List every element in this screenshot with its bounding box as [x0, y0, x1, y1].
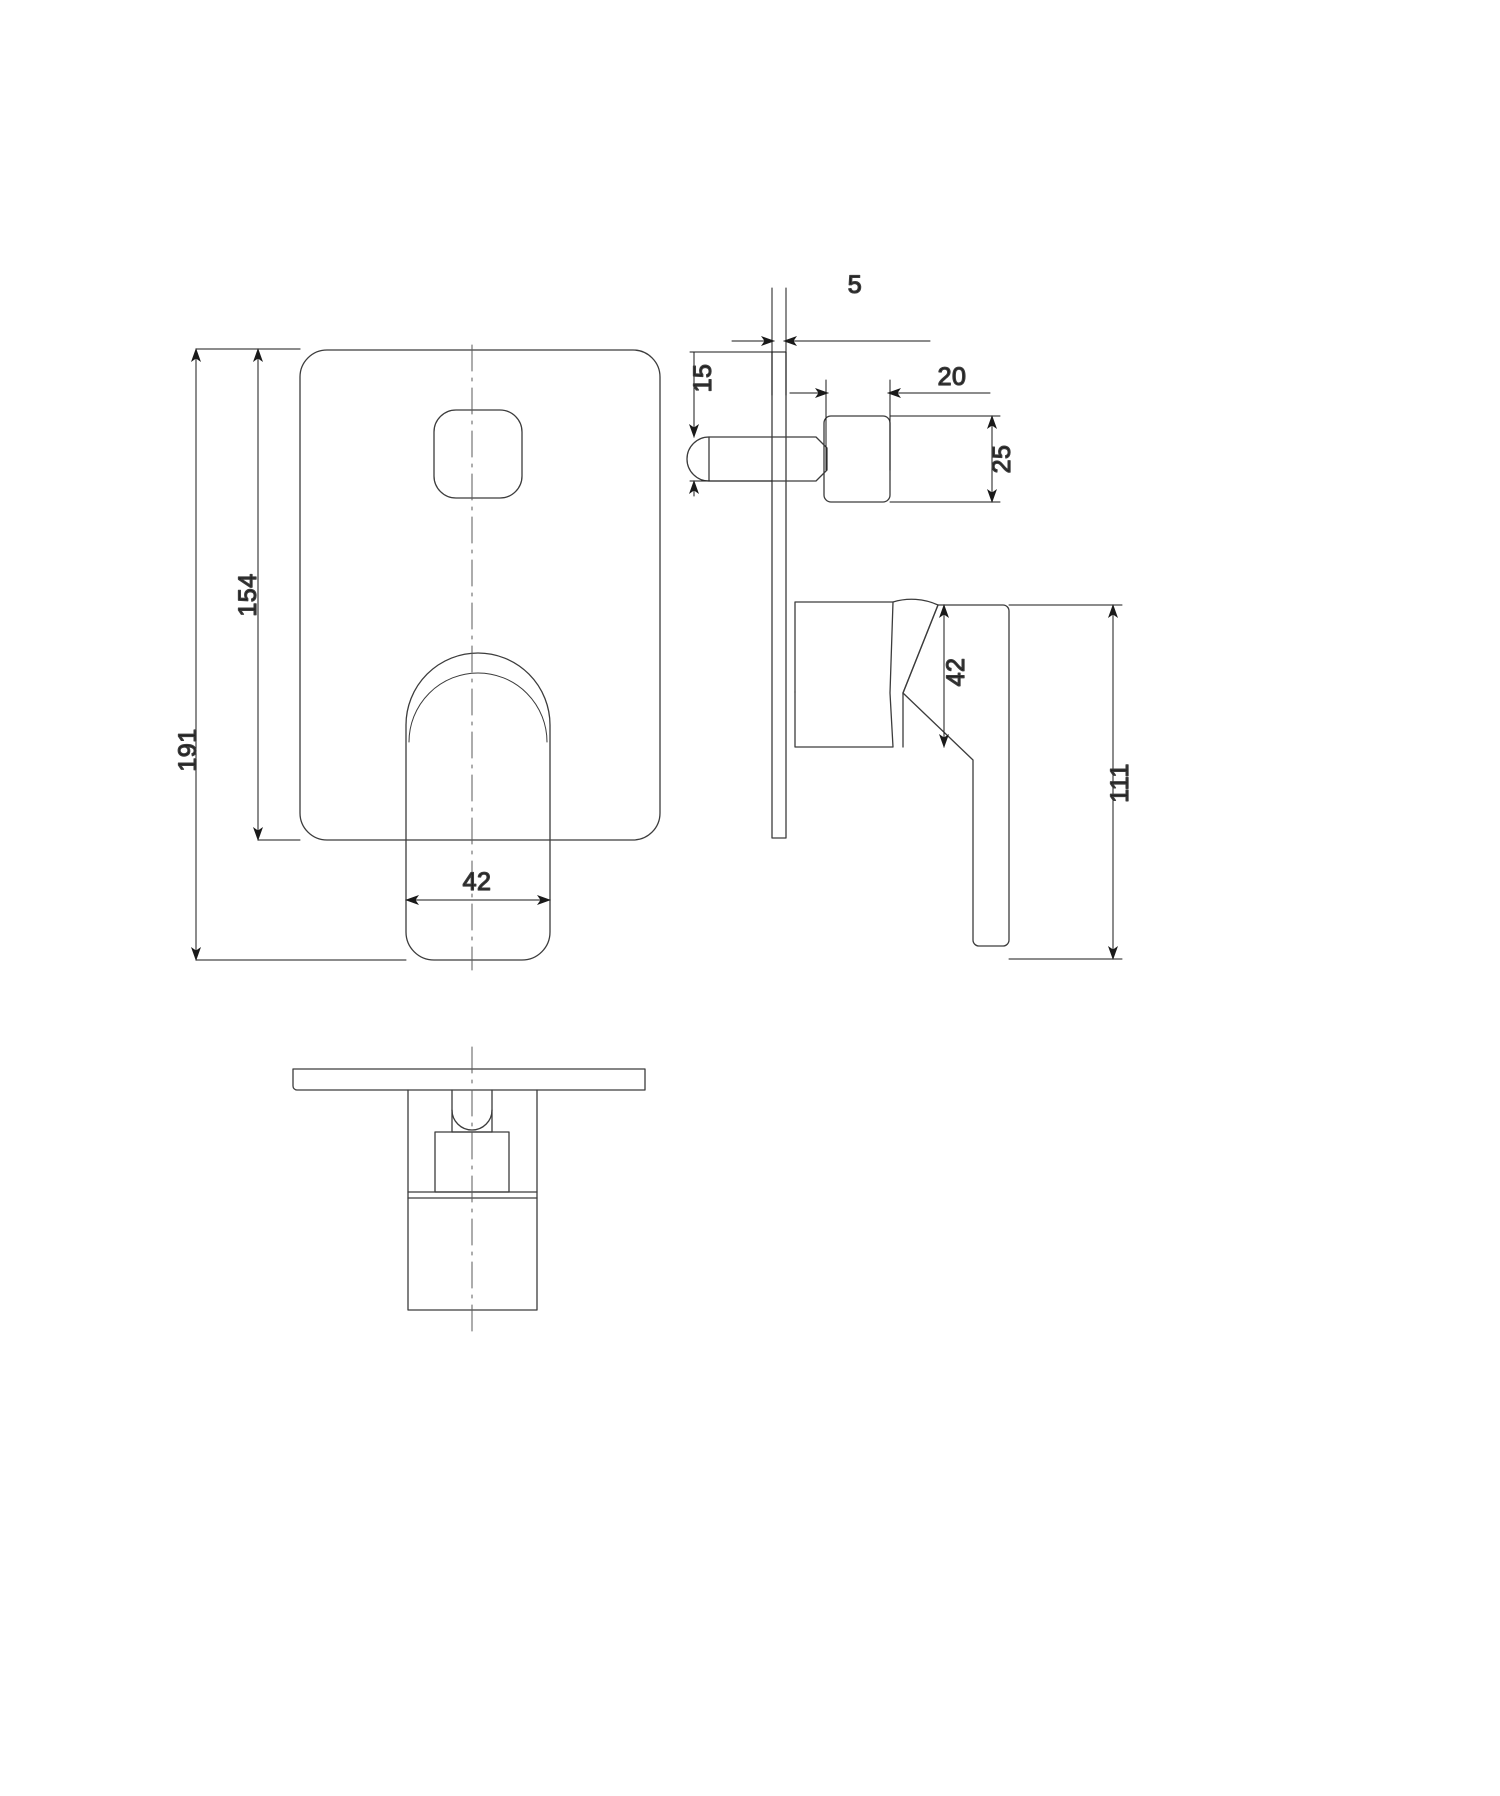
side-handle-hub	[794, 601, 894, 748]
dim-label-42-front: 42	[463, 868, 492, 896]
side-stem-left-cap	[686, 436, 710, 482]
side-diverter-button	[823, 415, 891, 503]
dim-label-15: 15	[689, 364, 717, 393]
side-hub-chamfer	[892, 598, 939, 606]
side-upper-geometry	[686, 351, 891, 839]
front-lever-handle	[405, 652, 551, 961]
front-dimension-lines	[191, 348, 551, 961]
dim-label-20: 20	[938, 363, 967, 391]
dim-label-191: 191	[174, 728, 202, 771]
dim-label-25: 25	[988, 445, 1016, 474]
side-diverter-stem	[708, 436, 828, 482]
side-plate-section	[771, 351, 787, 839]
front-view-geometry	[299, 349, 661, 961]
side-lower-dimension-lines	[939, 604, 1123, 960]
side-upper-dimension-lines	[689, 287, 1001, 503]
side-lever-fold	[902, 604, 939, 694]
dim-label-111: 111	[1106, 763, 1134, 803]
front-diverter-button	[433, 409, 523, 499]
front-plate-outline	[299, 349, 661, 841]
front-lever-inner-arc	[408, 672, 548, 743]
dim-label-154: 154	[234, 573, 262, 616]
dim-label-5: 5	[848, 271, 862, 299]
dim-label-42-side: 42	[942, 658, 970, 687]
side-lower-geometry	[794, 598, 1010, 947]
plan-plate-edge	[292, 1068, 646, 1091]
side-lever-arm	[902, 604, 1010, 947]
plan-view-geometry	[292, 1068, 646, 1311]
plan-neck	[451, 1089, 493, 1131]
